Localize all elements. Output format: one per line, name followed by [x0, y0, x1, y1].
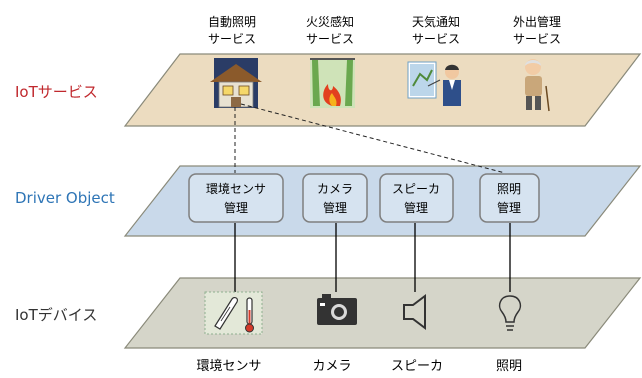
- service-label-auto-lighting-line2: サービス: [208, 32, 256, 46]
- weather-forecaster-icon: [407, 61, 461, 106]
- driver-label-lighting-line1: 照明: [497, 182, 521, 196]
- house-icon: [210, 58, 262, 108]
- layer-label-iot-service: IoTサービス: [15, 83, 98, 101]
- layer-label-driver-object: Driver Object: [15, 189, 115, 207]
- driver-label-lighting-line2: 管理: [497, 200, 521, 215]
- service-label-fire-detection-line2: サービス: [306, 32, 354, 46]
- speaker-icon: [403, 294, 426, 330]
- service-label-weather-notice-line2: サービス: [412, 32, 460, 46]
- service-label-weather-notice-line1: 天気通知: [412, 14, 460, 29]
- device-label-camera: カメラ: [312, 359, 351, 374]
- driver-label-speaker-line2: 管理: [404, 200, 428, 215]
- service-label-auto-lighting-line1: 自動照明: [208, 15, 256, 29]
- service-label-outing-management-line1: 外出管理: [513, 14, 561, 29]
- driver-box-lighting: [479, 173, 540, 223]
- service-label-outing-management-line2: サービス: [513, 32, 561, 46]
- layer-label-iot-device: IoTデバイス: [15, 306, 97, 324]
- driver-box-camera: [302, 173, 368, 223]
- driver-label-camera-line2: 管理: [323, 200, 347, 215]
- driver-label-camera-line1: カメラ: [317, 182, 353, 196]
- driver-label-speaker-line1: スピーカ: [392, 182, 440, 196]
- driver-box-env-sensor: [188, 173, 284, 223]
- iot-device-plane: [123, 277, 642, 349]
- driver-label-env-sensor-line1: 環境センサ: [206, 181, 266, 196]
- camera-icon: [317, 294, 357, 325]
- fire-icon: [310, 58, 355, 108]
- device-label-env-sensor: 環境センサ: [196, 359, 261, 374]
- device-label-speaker: スピーカ: [391, 359, 443, 374]
- iot-service-plane: [123, 53, 642, 127]
- light-bulb-icon: [498, 295, 522, 331]
- dashed-link-service-to-lighting: [240, 103, 506, 174]
- driver-label-env-sensor-line2: 管理: [224, 200, 248, 215]
- driver-box-speaker: [379, 173, 454, 223]
- device-label-lighting: 照明: [496, 359, 522, 374]
- elderly-person-icon: [525, 59, 550, 112]
- service-label-fire-detection-line1: 火災感知: [306, 14, 354, 29]
- thermometer-icon: [204, 291, 263, 335]
